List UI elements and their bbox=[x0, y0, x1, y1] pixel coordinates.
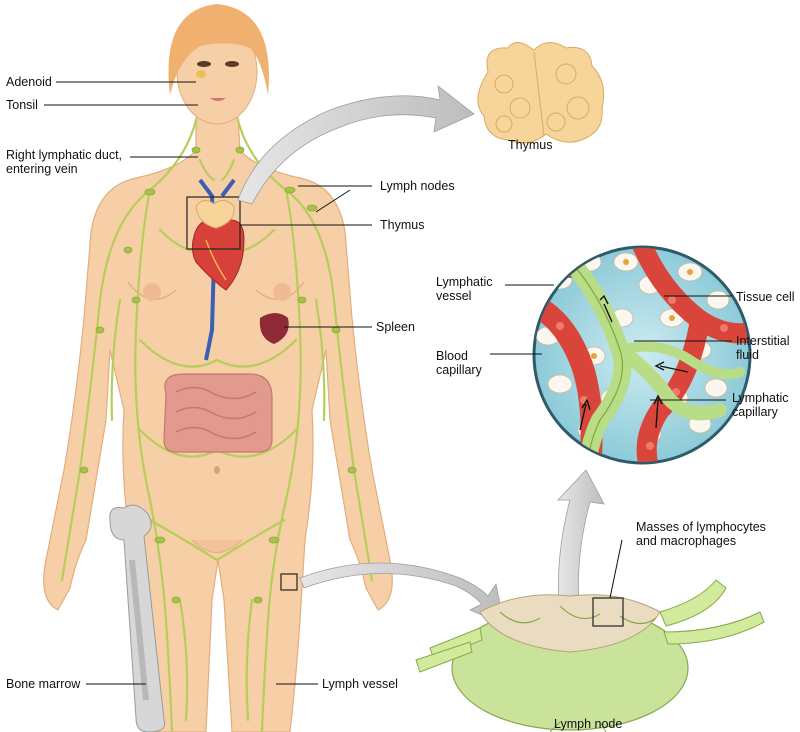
label-interstitial-fluid-line1: Interstitial bbox=[736, 334, 790, 348]
label-lymphatic-capillary-line1: Lymphatic bbox=[732, 391, 789, 405]
femur-bone bbox=[109, 504, 166, 732]
label-interstitial-fluid-line2: fluid bbox=[736, 348, 759, 362]
label-lymph-node: Lymph node bbox=[554, 717, 623, 731]
label-bone-marrow: Bone marrow bbox=[6, 677, 81, 691]
zoom-arrows bbox=[237, 85, 605, 625]
label-lymphatic-capillary-line2: capillary bbox=[732, 405, 778, 419]
label-masses-lymphocytes: Masses of lymphocytes and macrophages bbox=[636, 520, 766, 548]
label-tonsil: Tonsil bbox=[6, 98, 38, 112]
label-lymphatic-vessel-line2: vessel bbox=[436, 289, 472, 303]
label-masses-line1: Masses of lymphocytes bbox=[636, 520, 766, 534]
label-lymphatic-vessel-line1: Lymphatic bbox=[436, 275, 493, 289]
label-blood-capillary: Blood capillary bbox=[436, 349, 482, 377]
hair bbox=[168, 4, 269, 95]
organs bbox=[163, 70, 289, 453]
spleen bbox=[259, 313, 289, 344]
label-right-lymphatic-duct-line1: Right lymphatic duct, bbox=[6, 148, 123, 162]
lymph-node-dots bbox=[79, 146, 357, 604]
label-spleen: Spleen bbox=[376, 320, 415, 334]
label-lymph-nodes: Lymph nodes bbox=[380, 179, 455, 193]
thymus-in-body bbox=[195, 200, 235, 229]
lymph-node-detail bbox=[415, 579, 765, 732]
flow-arrows bbox=[579, 294, 689, 431]
label-thymus-body: Thymus bbox=[380, 218, 425, 232]
label-lymph-vessel: Lymph vessel bbox=[322, 677, 398, 691]
label-right-lymphatic-duct: Right lymphatic duct, entering vein bbox=[6, 148, 122, 176]
lymphocyte-mass-box bbox=[592, 597, 624, 627]
intestines bbox=[163, 373, 273, 453]
label-tissue-cell: Tissue cell bbox=[736, 290, 795, 304]
label-right-lymphatic-duct-line2: entering vein bbox=[6, 162, 78, 176]
label-adenoid: Adenoid bbox=[6, 75, 52, 89]
label-lymphatic-vessel: Lymphatic vessel bbox=[436, 275, 493, 303]
label-thymus-detail: Thymus bbox=[508, 138, 553, 152]
lymph-node-highlight-box bbox=[280, 573, 298, 591]
label-blood-capillary-line2: capillary bbox=[436, 363, 482, 377]
label-lymphatic-capillary: Lymphatic capillary bbox=[732, 391, 789, 419]
label-interstitial-fluid: Interstitial fluid bbox=[736, 334, 790, 362]
label-blood-capillary-line1: Blood bbox=[436, 349, 468, 363]
thymus-highlight-box bbox=[186, 196, 241, 250]
label-masses-line2: and macrophages bbox=[636, 534, 737, 548]
leader-lines bbox=[44, 81, 732, 685]
capillary-detail bbox=[532, 245, 752, 465]
thymus-detail bbox=[477, 42, 605, 144]
lymph-network bbox=[60, 118, 374, 732]
